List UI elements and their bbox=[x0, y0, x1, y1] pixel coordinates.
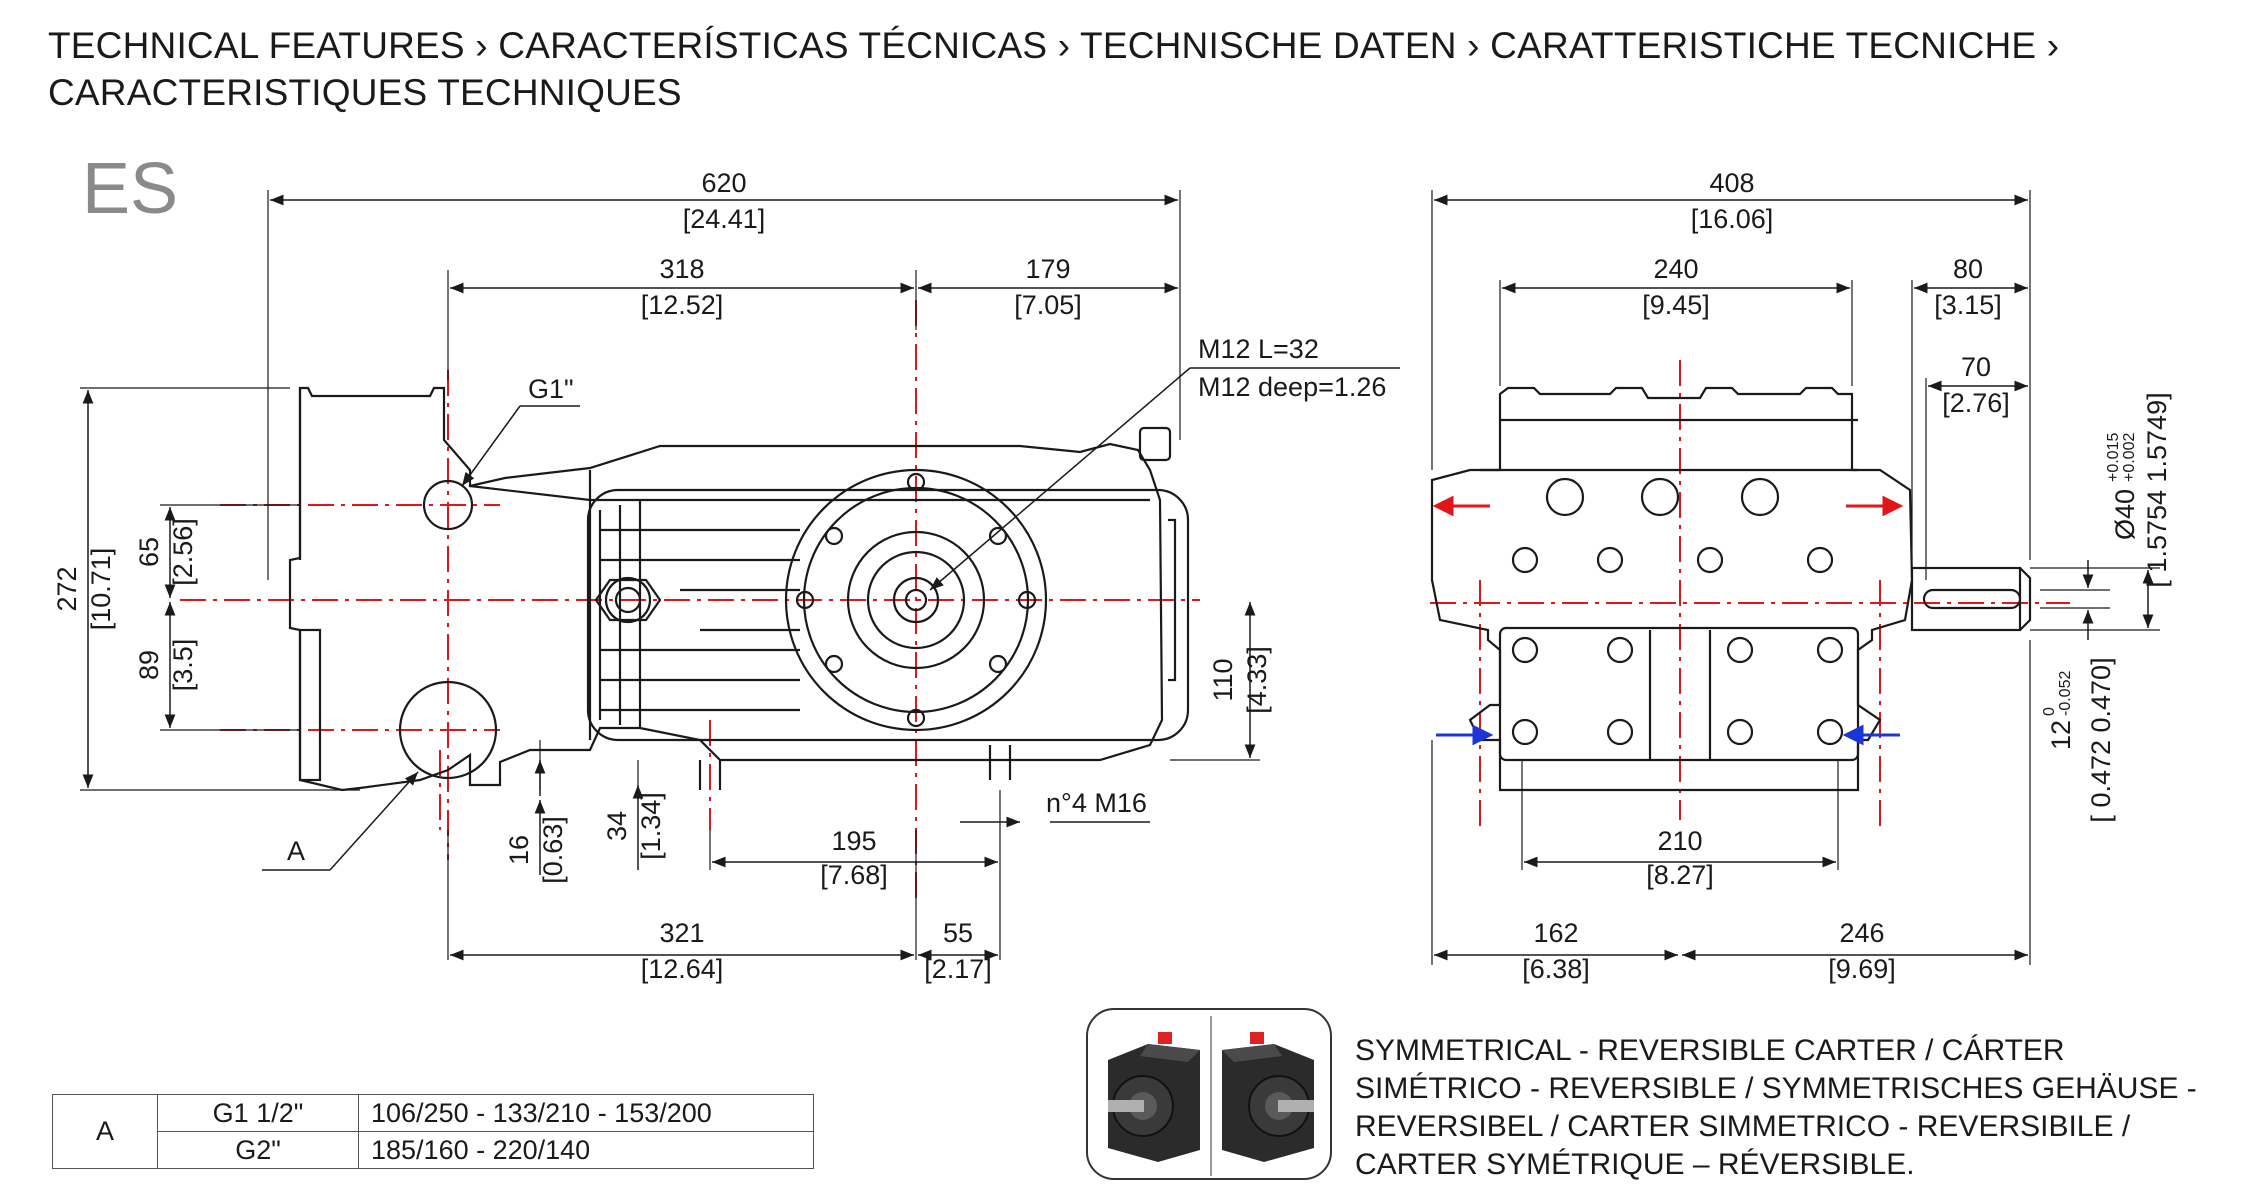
front-view: 408 [16.06] 240 [9.45] 80 [3.15] 70 [2.7… bbox=[1430, 168, 2172, 984]
dim-162-in: [6.38] bbox=[1522, 954, 1590, 984]
front-body bbox=[1430, 386, 2032, 792]
thread-note-2: M12 deep=1.26 bbox=[1198, 372, 1386, 402]
front-centerlines bbox=[1430, 360, 2070, 830]
dim-195-in: [7.68] bbox=[820, 860, 888, 890]
carter-left-icon bbox=[1108, 1032, 1200, 1162]
dim-210: 210 bbox=[1657, 826, 1702, 856]
side-dimension-text: 620 [24.41] 318 [12.52] 179 [7.05] G1" M… bbox=[52, 168, 1386, 984]
dim-321: 321 bbox=[659, 918, 704, 948]
dim-408-in: [16.06] bbox=[1691, 204, 1774, 234]
port-code-cell: A bbox=[52, 1094, 158, 1169]
shaft-tol-upper: +0.015 bbox=[2105, 433, 2122, 482]
carter-note-line: REVERSIBEL / CARTER SIMMETRICO - REVERSI… bbox=[1355, 1110, 2131, 1143]
dim-272: 272 bbox=[52, 566, 82, 611]
dim-620: 620 bbox=[701, 168, 746, 198]
dim-408: 408 bbox=[1709, 168, 1754, 198]
values-cell: 106/250 - 133/210 - 153/200 bbox=[358, 1094, 814, 1132]
title-line-1: TECHNICAL FEATURES › CARACTERÍSTICAS TÉC… bbox=[48, 25, 2060, 66]
carter-photo bbox=[1086, 1008, 1332, 1180]
dim-55: 55 bbox=[943, 918, 973, 948]
shaft-diameter: Ø40 bbox=[2110, 489, 2140, 540]
dim-55-in: [2.17] bbox=[924, 954, 992, 984]
table-row: G2" 185/160 - 220/140 bbox=[53, 1131, 814, 1169]
dim-16: 16 bbox=[504, 835, 534, 865]
front-dimensions bbox=[1431, 190, 2160, 965]
side-body bbox=[288, 386, 1190, 792]
table-row: A G1 1/2" 106/250 - 133/210 - 153/200 bbox=[52, 1094, 814, 1169]
thread-cell: G2" bbox=[157, 1131, 359, 1169]
carter-photo-illustration bbox=[1108, 1016, 1314, 1176]
dim-246-in: [9.69] bbox=[1828, 954, 1896, 984]
dim-80: 80 bbox=[1953, 254, 1983, 284]
key-tol-lower: -0.052 bbox=[2057, 671, 2074, 716]
dim-34-in: [1.34] bbox=[636, 792, 666, 860]
carter-note-line: SYMMETRICAL - REVERSIBLE CARTER / CÁRTER bbox=[1355, 1034, 2065, 1067]
dim-246: 246 bbox=[1839, 918, 1884, 948]
dim-110: 110 bbox=[1208, 658, 1238, 701]
dim-110-in: [4.33] bbox=[1242, 646, 1272, 714]
dim-179-in: [7.05] bbox=[1014, 290, 1082, 320]
dim-162: 162 bbox=[1533, 918, 1578, 948]
shaft-tol-lower: +0.002 bbox=[2121, 433, 2138, 482]
inlet-label: G1" bbox=[528, 374, 574, 404]
dim-80-in: [3.15] bbox=[1934, 290, 2002, 320]
side-dimensions bbox=[80, 190, 1400, 961]
dim-34: 34 bbox=[602, 811, 632, 841]
dim-179: 179 bbox=[1025, 254, 1070, 284]
dim-210-in: [8.27] bbox=[1646, 860, 1714, 890]
front-dimension-text: 408 [16.06] 240 [9.45] 80 [3.15] 70 [2.7… bbox=[1522, 168, 2172, 984]
dim-70-in: [2.76] bbox=[1942, 388, 2010, 418]
values-cell: 185/160 - 220/140 bbox=[358, 1131, 814, 1169]
dim-195: 195 bbox=[831, 826, 876, 856]
dim-318: 318 bbox=[659, 254, 704, 284]
title-line-2: CARACTERISTIQUES TECHNIQUES bbox=[48, 72, 682, 113]
dim-89: 89 bbox=[134, 650, 164, 680]
bolts-note: n°4 M16 bbox=[1046, 788, 1147, 818]
side-view: 620 [24.41] 318 [12.52] 179 [7.05] G1" M… bbox=[52, 168, 1400, 984]
dim-620-in: [24.41] bbox=[683, 204, 766, 234]
thread-cell: G1 1/2" bbox=[157, 1094, 359, 1132]
thread-note-1: M12 L=32 bbox=[1198, 334, 1319, 364]
dim-272-in: [10.71] bbox=[86, 548, 116, 631]
dim-240: 240 bbox=[1653, 254, 1698, 284]
dim-240-in: [9.45] bbox=[1642, 290, 1710, 320]
page-title: TECHNICAL FEATURES › CARACTERÍSTICAS TÉC… bbox=[48, 22, 2059, 116]
key-width-in: [ 0.472 0.470] bbox=[2086, 657, 2116, 822]
model-label: ES bbox=[82, 149, 179, 229]
dim-65-in: [2.56] bbox=[168, 518, 198, 586]
dim-16-in: [0.63] bbox=[538, 816, 568, 884]
dim-70: 70 bbox=[1961, 352, 1991, 382]
dim-318-in: [12.52] bbox=[641, 290, 724, 320]
dim-321-in: [12.64] bbox=[641, 954, 724, 984]
carter-note-line: SIMÉTRICO - REVERSIBLE / SYMMETRISCHES G… bbox=[1355, 1072, 2197, 1105]
key-tol-upper: 0 bbox=[2041, 707, 2058, 716]
side-centerlines bbox=[180, 300, 1200, 900]
carter-right-icon bbox=[1222, 1032, 1314, 1162]
carter-note-line: CARTER SYMÉTRIQUE – RÉVERSIBLE. bbox=[1355, 1148, 1915, 1181]
carter-note: SYMMETRICAL - REVERSIBLE CARTER / CÁRTER… bbox=[1355, 1032, 2235, 1184]
key-width: 12 bbox=[2046, 720, 2076, 750]
dim-65: 65 bbox=[134, 537, 164, 567]
port-a-label: A bbox=[287, 836, 305, 866]
dim-89-in: [3.5] bbox=[168, 639, 198, 692]
shaft-diameter-in: [ 1.5754 1.5749] bbox=[2142, 392, 2172, 587]
ports-table: A G1 1/2" 106/250 - 133/210 - 153/200 G2… bbox=[52, 1094, 814, 1169]
